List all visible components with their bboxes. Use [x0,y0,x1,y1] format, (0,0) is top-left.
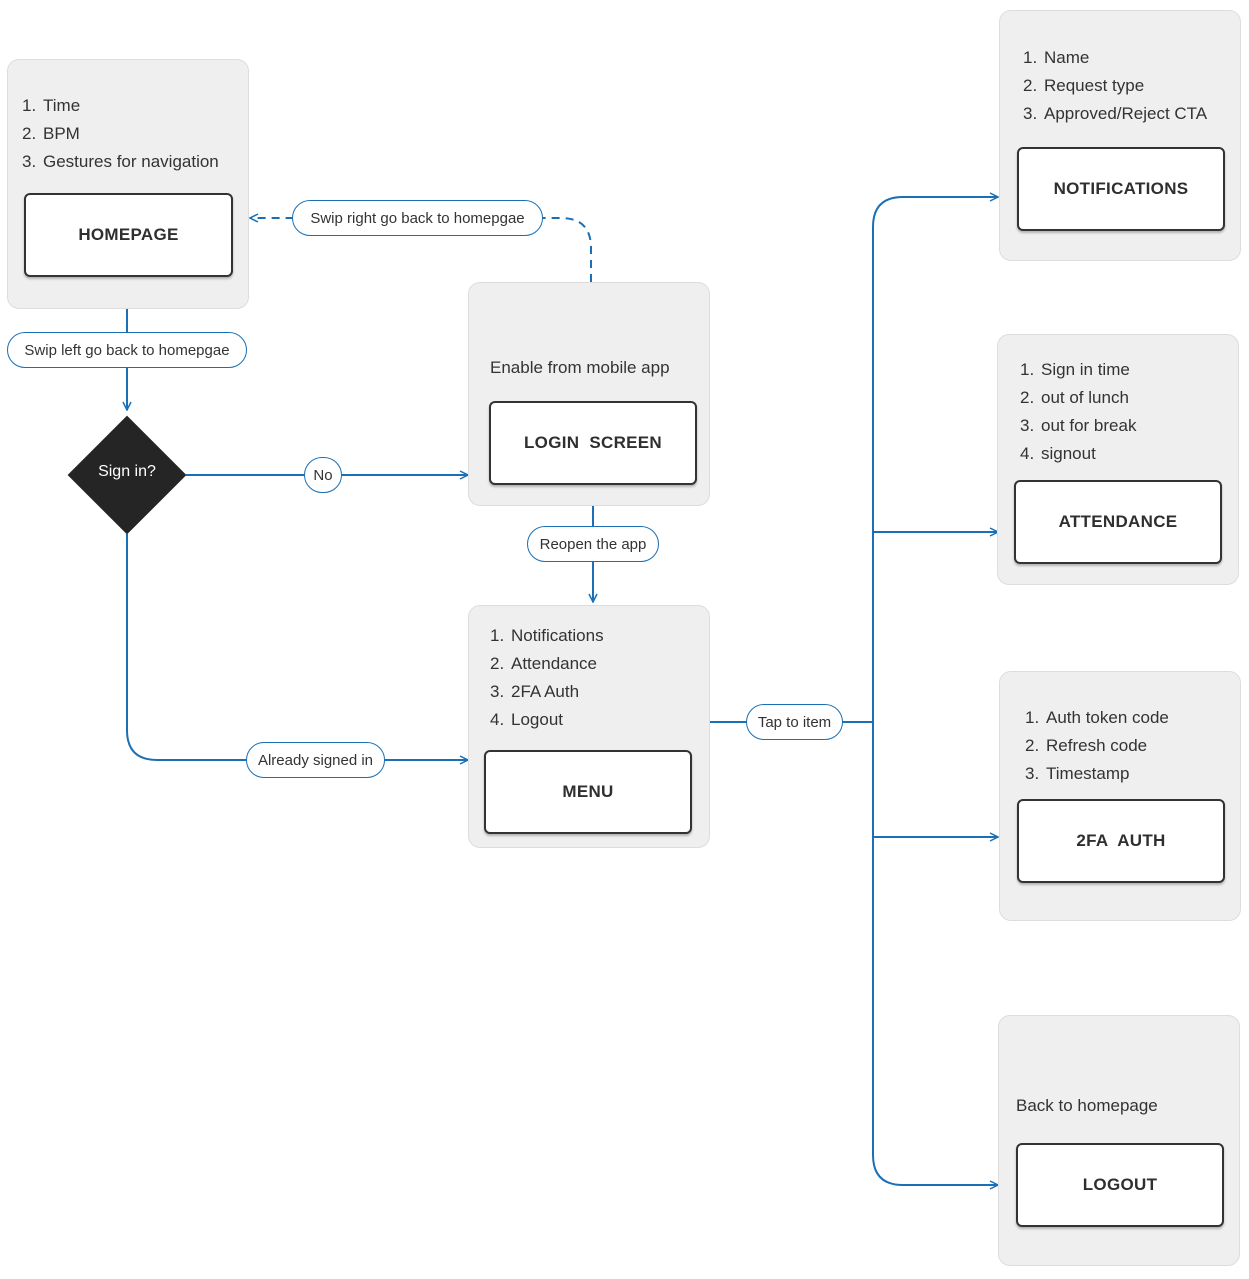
list-item: 3.Gestures for navigation [22,152,219,171]
list-item: 3.out for break [1020,416,1137,435]
homepage-screen[interactable]: HOMEPAGE [24,193,233,277]
list-item: 3.Timestamp [1025,764,1130,783]
decision-label: Sign in? [98,463,156,480]
attendance-field-list: 1.Sign in time 2.out of lunch 3.out for … [1020,356,1136,468]
edge-label-swipe-right: Swip right go back to homepgae [292,200,543,236]
menu-item-list: 1.Notifications 2.Attendance 3.2FA Auth … [490,622,604,734]
edge-decision-to-menu [126,534,468,760]
edge-label-swipe-left: Swip left go back to homepgae [7,332,247,368]
list-item: 1.Time [22,96,81,115]
list-item: 2.Refresh code [1025,736,1148,755]
list-item: 4.Logout [490,710,563,729]
logout-note: Back to homepage [1016,1096,1158,1115]
list-item: 4.signout [1020,444,1096,463]
list-item: 2.BPM [22,124,80,143]
list-item: 1.Name [1023,48,1090,67]
edge-label-tap-to-item: Tap to item [746,704,843,740]
list-item: 2.Request type [1023,76,1145,95]
edge-label-already-signed-in: Already signed in [246,742,385,778]
list-item: 2.out of lunch [1020,388,1129,407]
login-note: Enable from mobile app [490,358,670,377]
attendance-screen[interactable]: ATTENDANCE [1014,480,1222,564]
twofa-screen[interactable]: 2FA AUTH [1017,799,1225,883]
menu-screen[interactable]: MENU [484,750,692,834]
notifications-screen[interactable]: NOTIFICATIONS [1017,147,1225,231]
list-item: 1.Auth token code [1025,708,1169,727]
edge-label-reopen: Reopen the app [527,526,659,562]
login-screen[interactable]: LOGIN SCREEN [489,401,697,485]
list-item: 3.2FA Auth [490,682,580,701]
edge-label-no: No [304,457,342,493]
branch-trunk [872,196,904,1186]
notifications-field-list: 1.Name 2.Request type 3.Approved/Reject … [1023,44,1207,128]
homepage-feature-list: 1.Time 2.BPM 3.Gestures for navigation [22,92,219,176]
list-item: 1.Sign in time [1020,360,1130,379]
list-item: 1.Notifications [490,626,604,645]
list-item: 3.Approved/Reject CTA [1023,104,1208,123]
logout-card [998,1015,1240,1266]
logout-screen[interactable]: LOGOUT [1016,1143,1224,1227]
list-item: 2.Attendance [490,654,598,673]
twofa-field-list: 1.Auth token code 2.Refresh code 3.Times… [1025,704,1169,788]
